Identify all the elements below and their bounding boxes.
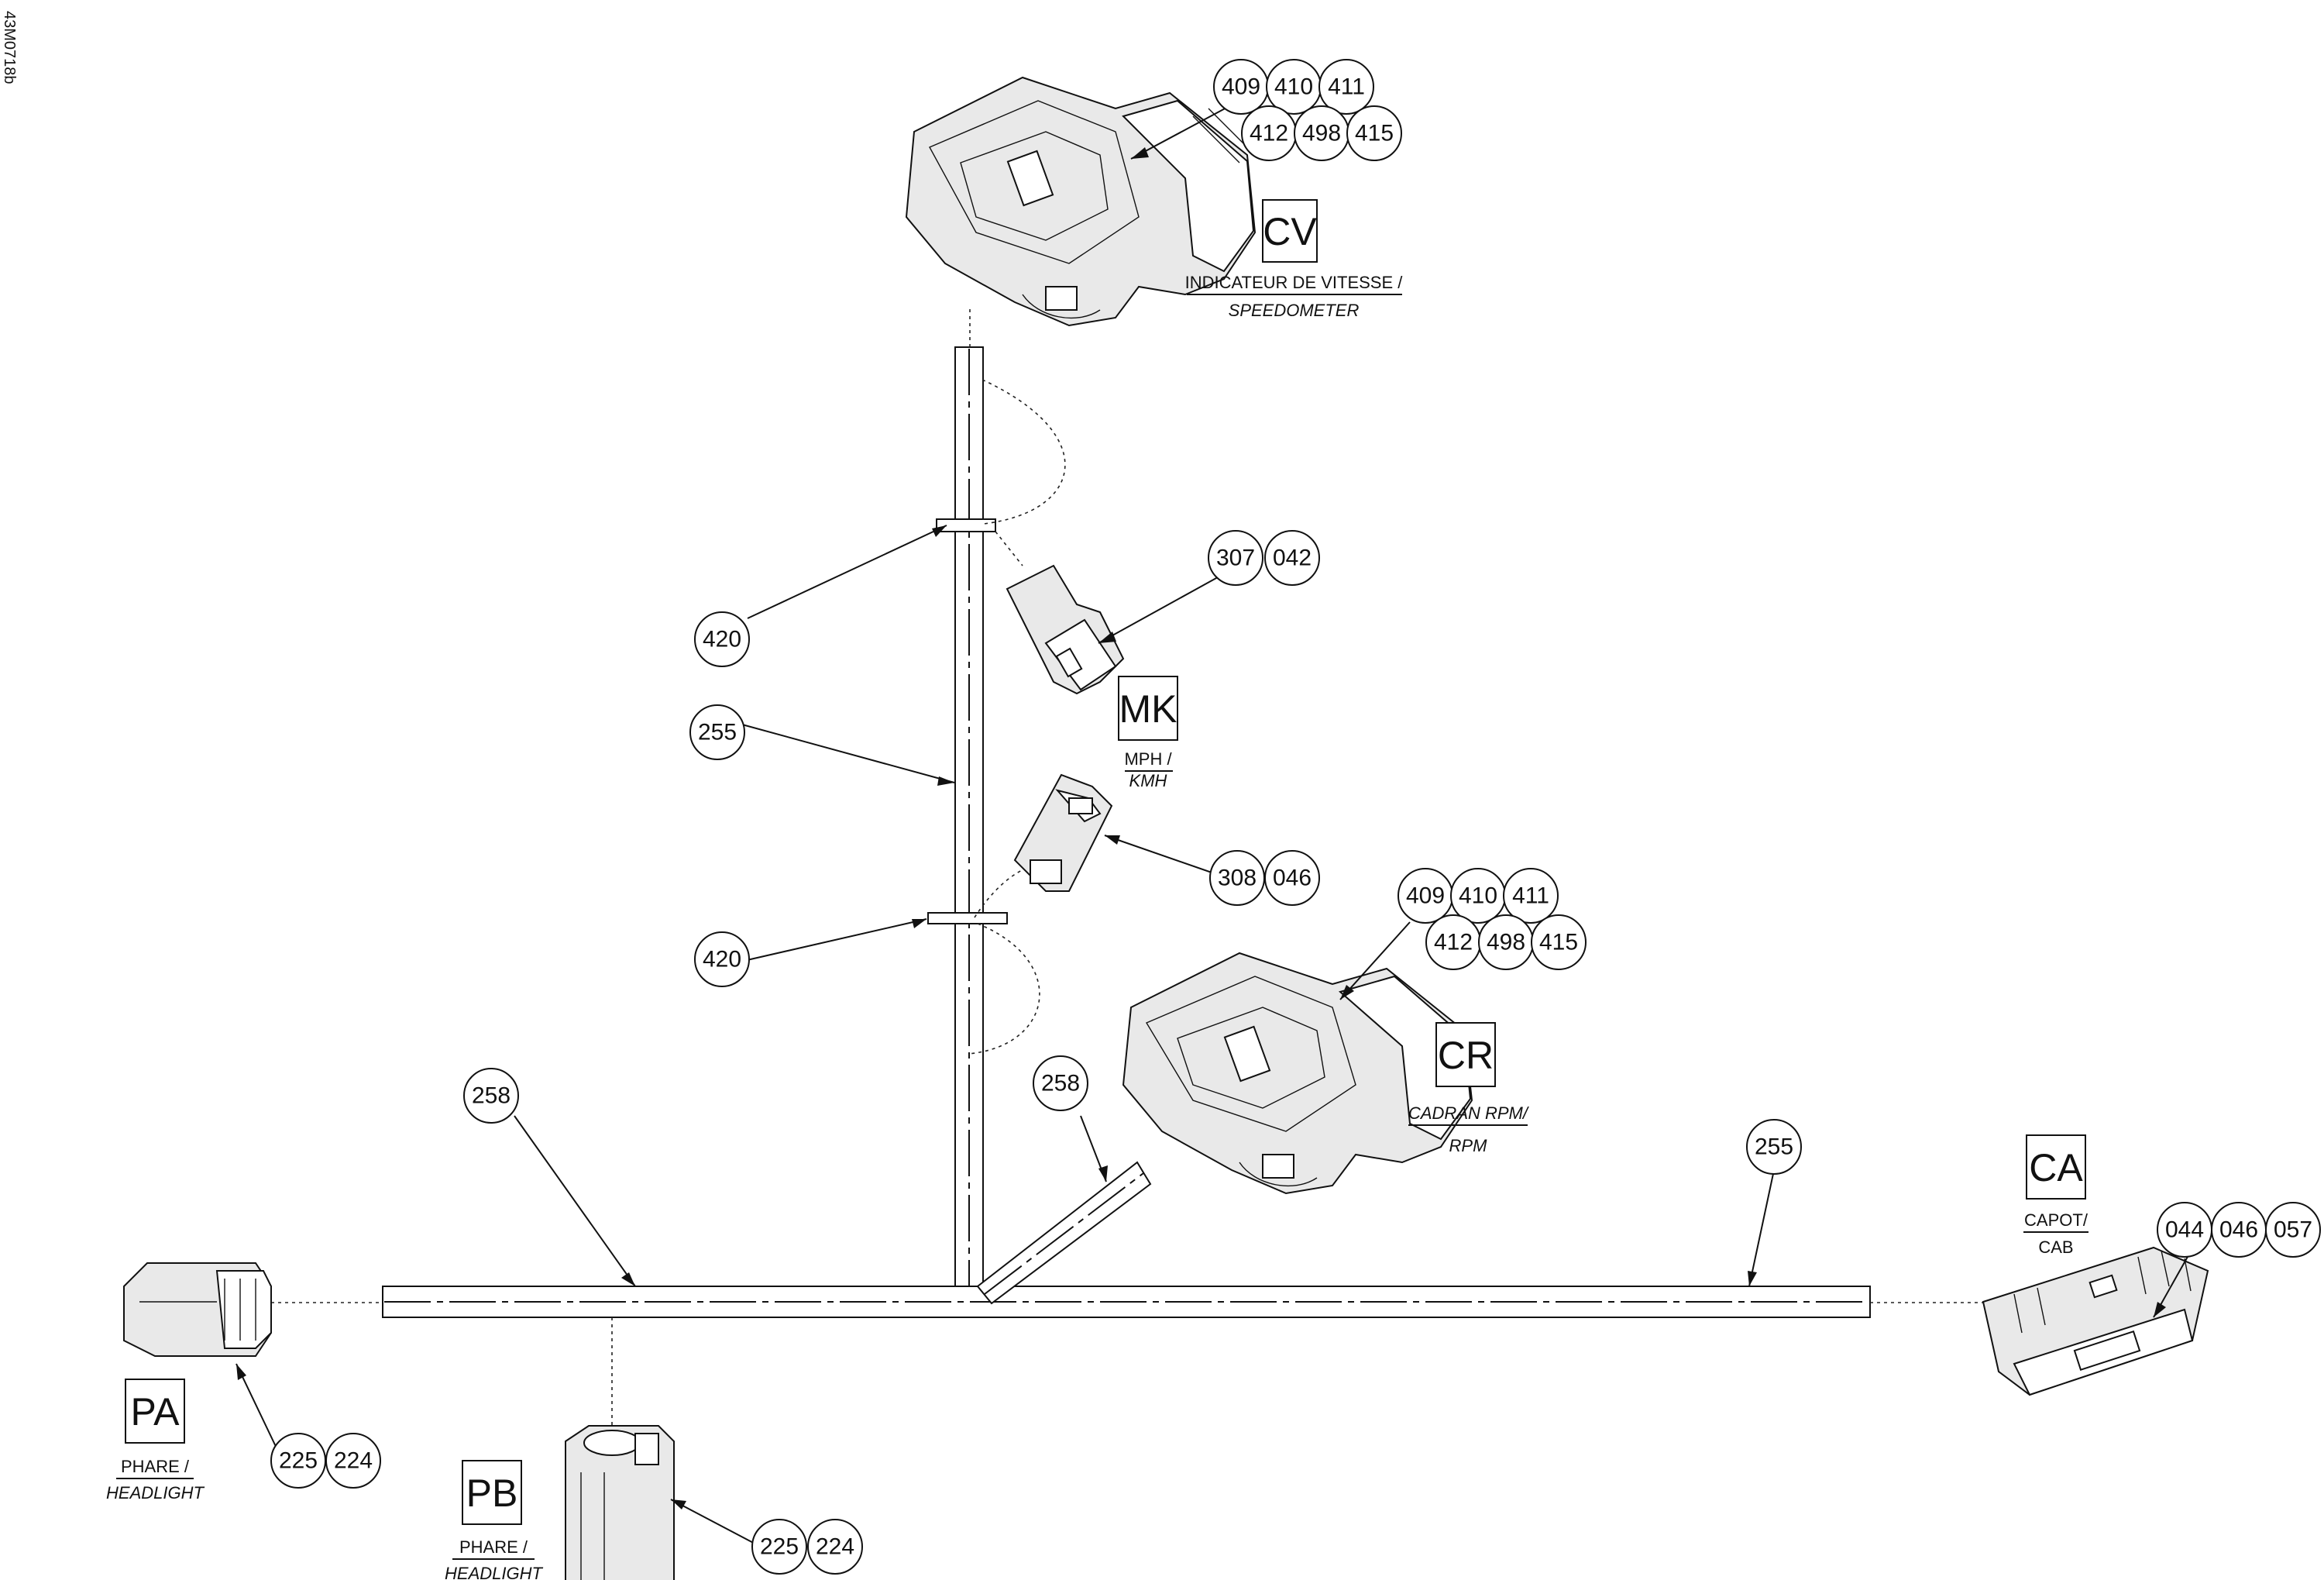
callout-clip-lower: 420 [703,947,741,972]
wire-routes [271,308,1999,1437]
callout-308: 308 [1218,866,1257,891]
callout-branch-rpm: 258 [1041,1071,1080,1096]
code-box-cv: CV [1263,210,1317,253]
callout-pb-224: 224 [816,1534,854,1560]
harness-clip-upper [936,518,996,532]
harness-trunks [382,346,1871,1318]
callout-410: 410 [1274,74,1313,100]
mk-label-group: MK MPH / KMH [1118,676,1178,790]
callout-cr-411: 411 [1512,883,1549,909]
cv-label-group: CV INDICATEUR DE VITESSE / SPEEDOMETER [1185,199,1404,320]
pb-label-group: PB PHARE / HEADLIGHT [445,1460,544,1580]
callout-411: 411 [1328,74,1365,100]
code-box-pb: PB [466,1472,518,1515]
callout-415: 415 [1355,121,1394,146]
callout-clip-upper: 420 [703,627,741,652]
label-cr-fr: CADRAN RPM/ [1408,1103,1529,1123]
leader-lines [235,100,2189,1547]
label-cv-fr: INDICATEUR DE VITESSE / [1185,273,1404,292]
headlight-connector-pa [123,1262,272,1357]
callout-trunk-left: 258 [472,1083,511,1109]
cr-callouts: 409 410 411 412 498 415 [1397,868,1587,970]
mph-kmh-connector-upper [1006,564,1125,695]
label-ca-fr: CAPOT/ [2024,1210,2089,1230]
callout-trunk-vertical: 255 [698,720,737,745]
label-cv-en: SPEEDOMETER [1229,301,1360,320]
callout-042: 042 [1273,546,1312,571]
callout-307: 307 [1216,546,1255,571]
mk-callouts: 307 042 308 046 [1208,530,1320,906]
cab-connector [1982,1246,2209,1396]
headlight-connector-pb [565,1425,675,1580]
label-pb-en: HEADLIGHT [445,1564,543,1580]
callout-ca-046: 046 [2219,1217,2258,1243]
callout-cr-498: 498 [1487,930,1525,955]
callout-pb-225: 225 [760,1534,799,1560]
pa-callouts: 225 224 [270,1433,381,1489]
label-mk-en: KMH [1129,771,1167,790]
label-pa-fr: PHARE / [121,1457,190,1476]
code-box-pa: PA [131,1390,180,1434]
callout-cr-412: 412 [1434,930,1473,955]
pa-label-group: PA PHARE / HEADLIGHT [106,1379,205,1503]
callout-046: 046 [1273,866,1312,891]
code-box-mk: MK [1119,687,1177,731]
callout-pa-224: 224 [334,1448,373,1474]
label-cr-en: RPM [1449,1136,1488,1155]
label-pb-fr: PHARE / [459,1537,528,1557]
cv-callouts: 409 410 411 412 498 415 [1213,59,1402,161]
label-mk-fr: MPH / [1124,749,1172,769]
callout-cr-409: 409 [1406,883,1445,909]
code-box-ca: CA [2029,1146,2083,1189]
pb-callouts: 225 224 [751,1519,863,1575]
rpm-connector [1122,952,1473,1195]
callout-trunk-right: 255 [1755,1134,1793,1160]
label-ca-en: CAB [2038,1237,2073,1257]
mph-kmh-connector-lower [1013,773,1113,892]
callout-498: 498 [1302,121,1341,146]
label-pa-en: HEADLIGHT [106,1483,205,1503]
cr-label-group: CR CADRAN RPM/ RPM [1408,1022,1529,1155]
code-box-cr: CR [1438,1034,1494,1077]
callout-pa-225: 225 [279,1448,318,1474]
callout-412: 412 [1250,121,1288,146]
ca-callouts: 044 046 057 [2157,1202,2321,1258]
drawing-id: 43M0718b [1,11,18,84]
callout-cr-415: 415 [1539,930,1578,955]
leader-arrowheads [236,147,2166,1509]
harness-clip-lower [927,912,1008,924]
callout-057: 057 [2274,1217,2312,1243]
harness-callouts: 420 255 420 258 258 255 [463,611,1802,1175]
callout-cr-410: 410 [1459,883,1497,909]
ca-label-group: CA CAPOT/ CAB [2023,1134,2089,1257]
callout-409: 409 [1222,74,1260,100]
callout-044: 044 [2165,1217,2204,1243]
